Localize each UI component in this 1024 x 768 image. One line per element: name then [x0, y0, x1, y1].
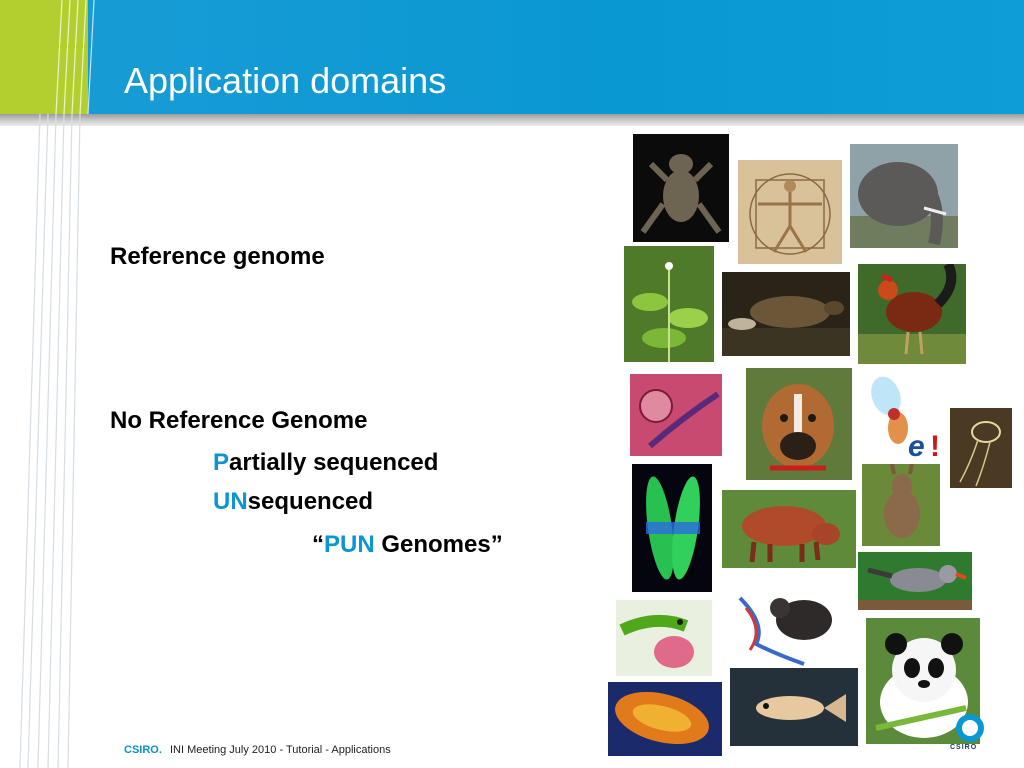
- pun-rest: Genomes”: [374, 531, 503, 558]
- mouse-dna-photo: [736, 584, 840, 666]
- rooster-photo: [858, 264, 966, 364]
- pig-photo: [722, 490, 856, 568]
- unsequenced-rest: sequenced: [247, 488, 374, 515]
- svg-text:e: e: [908, 430, 925, 463]
- svg-text:!: !: [930, 430, 940, 463]
- unsequenced-prefix: UN: [213, 488, 248, 515]
- unsequenced-label: UNsequenced: [213, 488, 373, 516]
- slide-title: Application domains: [124, 60, 447, 101]
- vitruvian-man-photo: [738, 160, 842, 264]
- partially-prefix: P: [213, 449, 230, 476]
- pun-genomes-label: “PUN Genomes”: [312, 531, 503, 559]
- footer-brand: CSIRO.: [124, 744, 162, 756]
- orange-cell-photo: [608, 682, 722, 756]
- pun-open-quote: “: [312, 531, 324, 558]
- header-bar: [0, 0, 1024, 114]
- frog-photo: [633, 134, 729, 242]
- header-shadow: [0, 114, 1024, 126]
- plant-photo: [624, 246, 714, 362]
- footer-text: INI Meeting July 2010 - Tutorial - Appli…: [170, 744, 391, 756]
- fruit-fly-icon: e!: [864, 374, 944, 464]
- reference-genome-label: Reference genome: [110, 243, 325, 270]
- jellyfish-photo: [950, 408, 1012, 488]
- wallaby-photo: [862, 464, 940, 546]
- boxer-dog-photo: [746, 368, 852, 480]
- fish-photo: [730, 668, 858, 746]
- chromosome-microscopy-photo: [632, 464, 712, 592]
- platypus-photo: [722, 272, 850, 356]
- partially-rest: artially sequenced: [229, 449, 439, 476]
- tissue-microscopy-photo: [630, 374, 722, 456]
- decorative-stripes: [19, 0, 95, 768]
- partially-sequenced-label: Partially sequenced: [213, 449, 438, 477]
- logo-wordmark: CSIRO: [950, 744, 978, 751]
- zebra-finch-photo: [858, 552, 972, 610]
- elephant-photo: [850, 144, 958, 248]
- no-reference-genome-label: No Reference Genome: [110, 407, 368, 434]
- pun-word: PUN: [324, 531, 375, 558]
- lizard-photo: [616, 600, 712, 676]
- csiro-logo-icon: [956, 714, 984, 742]
